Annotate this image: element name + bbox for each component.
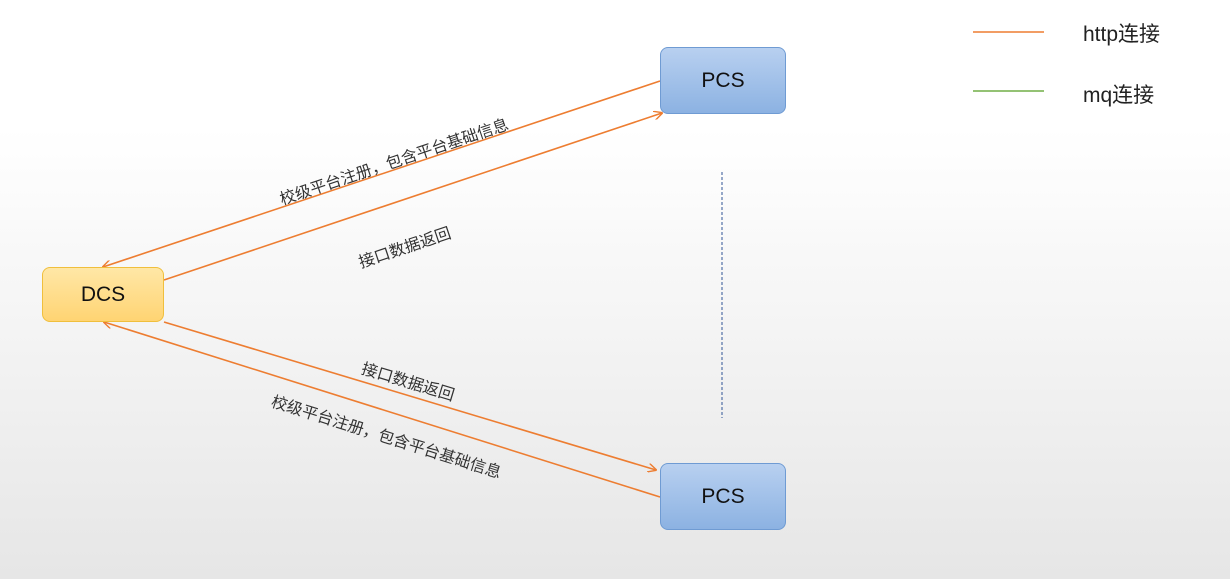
edge-top-register (103, 80, 661, 267)
pcs-node-top[interactable]: PCS (660, 47, 786, 114)
legend-label-http: http连接 (1083, 23, 1161, 46)
legend-label-mq: mq连接 (1083, 84, 1155, 107)
edge-top-return (163, 113, 662, 281)
dcs-node[interactable]: DCS (42, 267, 164, 322)
edge-bottom-return (163, 321, 656, 470)
pcs-node-bottom[interactable]: PCS (660, 463, 786, 530)
edge-bottom-register (104, 322, 661, 498)
